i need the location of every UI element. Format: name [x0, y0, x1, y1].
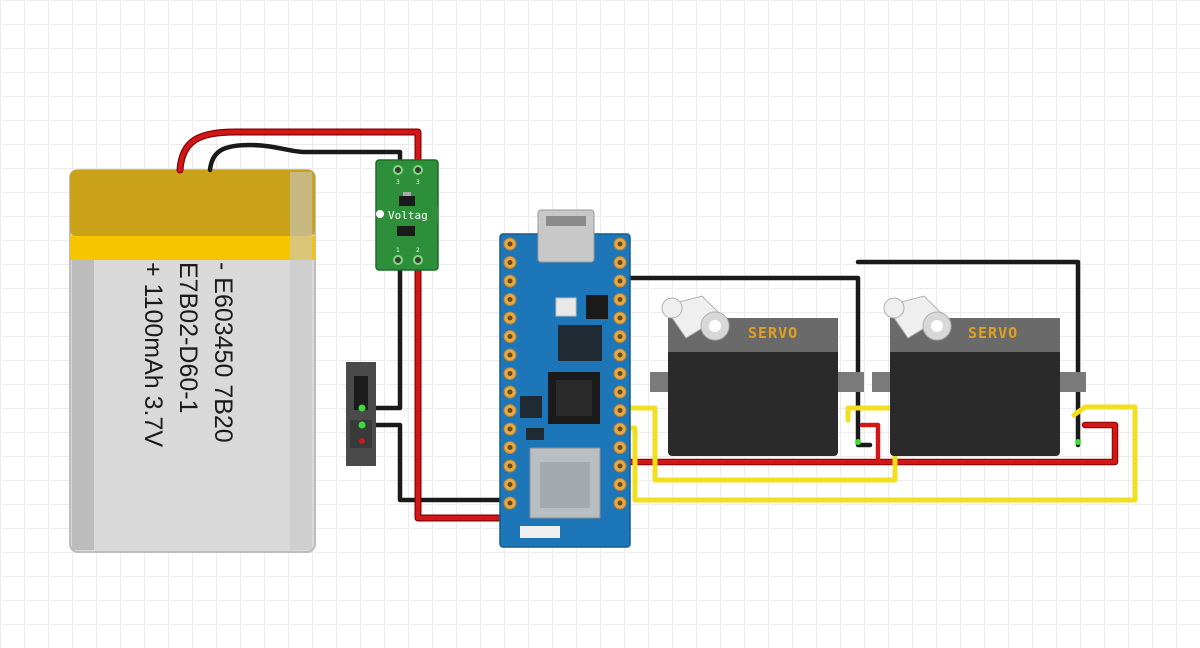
servo1-connector[interactable] — [855, 439, 861, 445]
board-pin-hole — [507, 408, 513, 413]
battery-label-line-3: + 1100mAh 3.7V — [139, 262, 167, 447]
switch-base — [350, 420, 372, 448]
battery-label-line-2: E7B02-D60-1 — [174, 262, 202, 413]
regulator-chip-tab — [403, 192, 411, 196]
board-pin-hole — [617, 334, 623, 339]
switch-pin-3[interactable] — [359, 438, 365, 444]
board-pin-hole — [617, 241, 623, 247]
servo1-label: SERVO — [748, 324, 798, 342]
board-pin-hole — [507, 500, 513, 506]
regulator-pin-label-3: 1 — [396, 247, 400, 254]
servo-motor-1[interactable]: SERVO — [650, 295, 864, 456]
board-mcu-core — [556, 380, 592, 416]
regulator-pin-out-vcc[interactable] — [413, 255, 423, 265]
servo-motor-2[interactable]: SERVO — [872, 295, 1086, 456]
switch-pin-1[interactable] — [358, 404, 366, 412]
servo1-ground-wire[interactable] — [619, 275, 873, 448]
board-pin-hole — [617, 408, 623, 413]
servo2-label: SERVO — [968, 324, 1018, 342]
board-pin-hole — [617, 278, 623, 284]
board-pin-hole — [507, 241, 513, 247]
lipo-battery[interactable]: + 1100mAh 3.7V E7B02-D60-1 - E603450 7B2… — [69, 169, 316, 553]
regulator-pin-label-1: 3 — [396, 179, 400, 186]
microcontroller-board[interactable] — [499, 209, 631, 548]
board-pin-hole — [617, 315, 623, 321]
battery-red-wire[interactable] — [177, 129, 421, 173]
regulator-board-red-wire[interactable] — [415, 262, 513, 521]
regulator-pin-out-gnd[interactable] — [393, 255, 403, 265]
board-pin-hole — [507, 315, 513, 321]
board-pin-hole — [507, 426, 513, 432]
battery-edge — [72, 172, 94, 550]
regulator-pin-in-vcc[interactable] — [413, 165, 423, 175]
servo2-horn-tip — [883, 297, 905, 319]
regulator-hole — [376, 210, 384, 218]
board-pin-hole — [617, 297, 623, 302]
slide-switch[interactable] — [346, 362, 376, 466]
board-pin-hole — [617, 389, 623, 395]
board-pin-hole — [507, 278, 513, 284]
switch-pin-2[interactable] — [358, 421, 366, 429]
board-chip-3 — [586, 295, 608, 319]
board-pin-hole — [617, 260, 623, 265]
regulator-pin-label-2: 3 — [416, 179, 420, 186]
switch-slider[interactable] — [354, 376, 368, 410]
board-pin-hole — [507, 445, 513, 450]
battery-band — [70, 236, 315, 260]
regulator-board-red-wire-outline — [414, 261, 514, 522]
board-chip-1 — [558, 325, 602, 361]
servo1-signal-wire[interactable] — [619, 405, 898, 483]
servo2-connector[interactable] — [1075, 439, 1081, 445]
board-pin-hole — [507, 463, 513, 469]
board-antenna — [520, 526, 560, 538]
board-pin-hole — [617, 500, 623, 506]
board-pin-hole — [507, 260, 513, 265]
board-pin-hole — [507, 371, 513, 376]
regulator-chip-2 — [397, 226, 415, 236]
servo1-shaft-center — [709, 320, 721, 332]
battery-shade — [290, 172, 312, 550]
board-pin-hole — [617, 426, 623, 432]
wifi-module-shield — [540, 462, 590, 508]
board-pin-hole — [507, 297, 513, 302]
board-pin-hole — [507, 334, 513, 339]
battery-cap — [70, 170, 315, 236]
board-pin-hole — [617, 463, 623, 469]
regulator-label-bg — [386, 207, 438, 222]
regulator-pin-in-gnd[interactable] — [393, 165, 403, 175]
battery-black-wire[interactable] — [207, 142, 403, 173]
regulator-chip — [399, 196, 415, 206]
servo2-signal-wire[interactable] — [619, 404, 1138, 503]
board-pin-hole — [507, 352, 513, 358]
servo2-body — [890, 318, 1060, 456]
board-pin-hole — [617, 371, 623, 376]
board-chip-4 — [526, 428, 544, 440]
servo1-horn-tip — [661, 297, 683, 319]
reset-button[interactable] — [555, 297, 577, 317]
board-pin-hole — [507, 482, 513, 487]
board-pin-hole — [617, 482, 623, 487]
servo2-shaft-center — [931, 320, 943, 332]
servo1-power-wire[interactable] — [859, 422, 881, 465]
switch-board-black-wire[interactable] — [359, 422, 513, 503]
board-pins-right — [613, 237, 627, 510]
board-chip-2 — [520, 396, 542, 418]
regulator-pin-label-4: 2 — [416, 247, 420, 254]
usb-port-slot — [546, 216, 586, 226]
board-pin-hole — [507, 389, 513, 395]
servo-power-bus[interactable] — [507, 422, 1118, 465]
voltage-regulator[interactable]: 3 3 1 2 Voltag — [375, 159, 439, 271]
battery-label-line-1: - E603450 7B20 — [209, 262, 237, 443]
regulator-label: Voltag — [388, 209, 428, 222]
board-pin-hole — [617, 352, 623, 358]
servo1-body — [668, 318, 838, 456]
board-pin-hole — [617, 445, 623, 450]
board-pins-left — [503, 237, 517, 510]
